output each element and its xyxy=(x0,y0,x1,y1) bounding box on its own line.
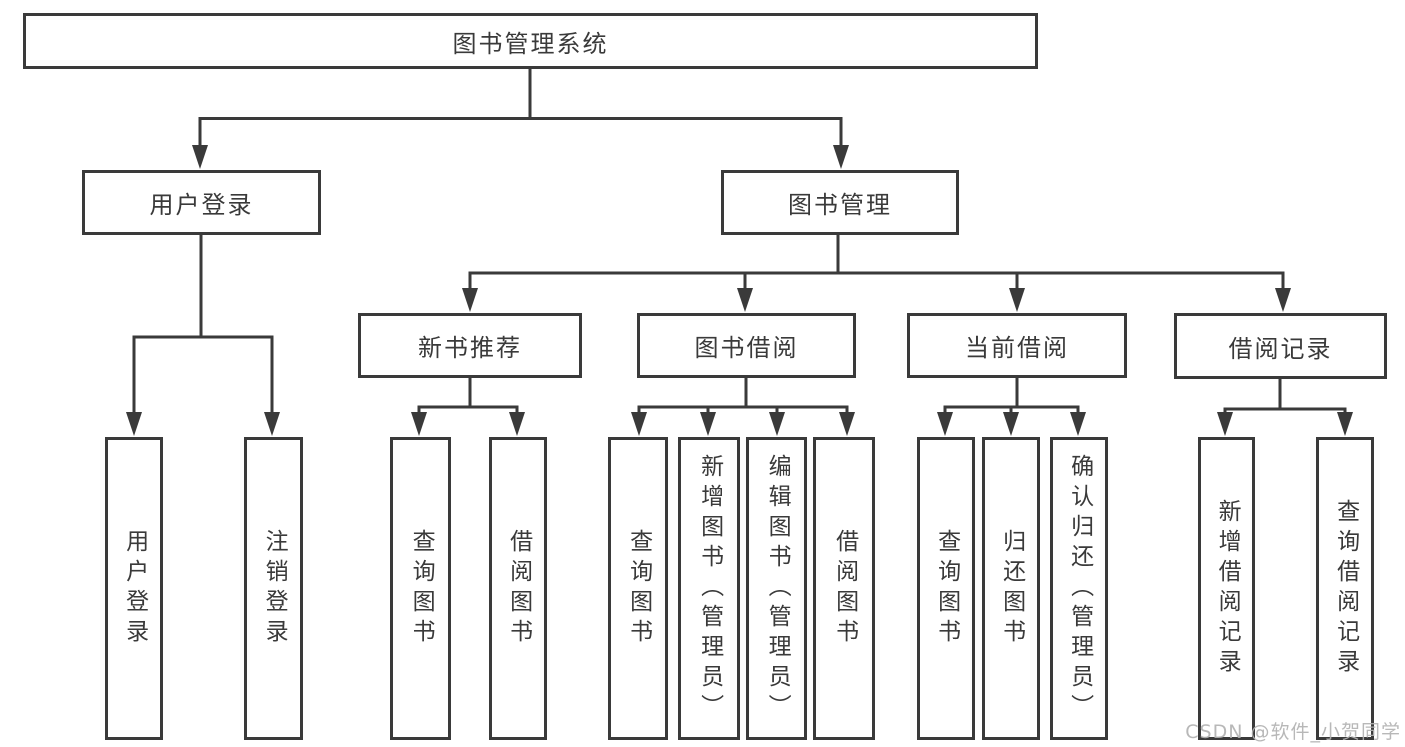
leaf-confirm-return-admin: 确认归还（管理员） xyxy=(1050,437,1108,740)
node-label: 编辑图书（管理员） xyxy=(764,453,791,724)
node-book-management: 图书管理 xyxy=(721,170,959,235)
node-label: 用户登录 xyxy=(149,191,254,219)
node-user-login: 用户登录 xyxy=(82,170,321,235)
node-label: 归还图书 xyxy=(998,528,1025,649)
node-label: 图书借阅 xyxy=(694,334,799,362)
node-label: 借阅图书 xyxy=(505,528,532,649)
leaf-query-borrow-record: 查询借阅记录 xyxy=(1316,437,1374,740)
leaf-logout: 注销登录 xyxy=(244,437,303,740)
node-label: 图书管理系统 xyxy=(452,29,609,58)
leaf-borrow-books-recommend: 借阅图书 xyxy=(489,437,547,740)
leaf-query-books-current: 查询图书 xyxy=(917,437,975,740)
leaf-edit-books-admin: 编辑图书（管理员） xyxy=(746,437,807,740)
node-label: 确认归还（管理员） xyxy=(1066,453,1093,724)
leaf-return-books: 归还图书 xyxy=(982,437,1040,740)
node-label: 查询图书 xyxy=(408,528,435,649)
node-label: 查询借阅记录 xyxy=(1332,498,1359,679)
node-current-borrowing: 当前借阅 xyxy=(907,313,1127,378)
node-book-borrowing: 图书借阅 xyxy=(637,313,856,378)
leaf-query-books-borrowing: 查询图书 xyxy=(608,437,668,740)
node-label: 新书推荐 xyxy=(418,334,522,362)
node-label: 图书管理 xyxy=(788,191,892,219)
node-label: 当前借阅 xyxy=(965,334,1069,362)
leaf-user-login: 用户登录 xyxy=(105,437,163,740)
node-borrowing-records: 借阅记录 xyxy=(1174,313,1387,379)
leaf-add-books-admin: 新增图书（管理员） xyxy=(678,437,740,740)
node-label: 借阅记录 xyxy=(1228,334,1333,363)
node-label: 新增借阅记录 xyxy=(1214,498,1241,679)
node-label: 注销登录 xyxy=(261,528,288,649)
leaf-query-books-recommend: 查询图书 xyxy=(390,437,451,740)
node-label: 查询图书 xyxy=(625,528,652,649)
node-label: 用户登录 xyxy=(121,528,148,649)
node-library-management-system: 图书管理系统 xyxy=(23,13,1038,69)
leaf-borrow-books: 借阅图书 xyxy=(813,437,875,740)
node-new-book-recommendation: 新书推荐 xyxy=(358,313,582,378)
node-label: 新增图书（管理员） xyxy=(696,453,723,724)
leaf-add-borrow-record: 新增借阅记录 xyxy=(1198,437,1255,740)
node-label: 借阅图书 xyxy=(831,528,858,649)
node-label: 查询图书 xyxy=(933,528,960,649)
